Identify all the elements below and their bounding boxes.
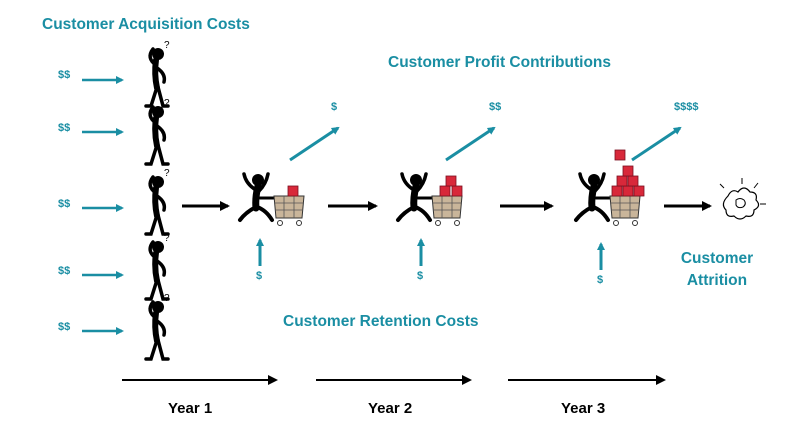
- product-box-icon: [633, 185, 645, 197]
- attrition-label-line2: Attrition: [686, 272, 748, 289]
- attrition-label-line1: Customer: [680, 250, 754, 267]
- product-box-icon: [622, 165, 634, 177]
- profit-contributions-title: Customer Profit Contributions: [388, 54, 612, 71]
- acquisition-cost-label: $$: [58, 69, 71, 81]
- retention-cost-label: $: [417, 270, 424, 282]
- shopping-cart-icon: [273, 195, 305, 226]
- acquisition-cost-label: $$: [58, 122, 71, 134]
- attrition-puff-icon: [719, 178, 766, 220]
- product-box-icon: [627, 175, 639, 187]
- prospect-figure-icon: [146, 293, 170, 359]
- retention-cost-label: $: [597, 274, 604, 286]
- prospect-figure-icon: [146, 168, 170, 234]
- product-box-icon: [445, 175, 457, 187]
- product-box-icon: [451, 185, 463, 197]
- year-label: Year 1: [168, 400, 213, 417]
- profit-arrow: [445, 126, 496, 162]
- product-box-icon: [287, 185, 299, 197]
- customer-figure-icon: [576, 174, 612, 220]
- acquisition-costs-title: Customer Acquisition Costs: [42, 16, 250, 33]
- prospect-figure-icon: [146, 233, 170, 299]
- profit-contribution-label: $: [331, 101, 338, 113]
- profit-contribution-label: $$: [489, 101, 502, 113]
- acquisition-cost-label: $$: [58, 198, 71, 210]
- year-label: Year 3: [561, 400, 606, 417]
- product-box-icon: [439, 185, 451, 197]
- prospect-figure-icon: [146, 40, 170, 106]
- profit-arrow: [631, 126, 682, 162]
- customer-figure-icon: [240, 174, 276, 220]
- acquisition-cost-label: $$: [58, 321, 71, 333]
- profit-contribution-label: $$$$: [674, 101, 699, 113]
- profit-arrow: [289, 126, 340, 162]
- retention-cost-label: $: [256, 270, 263, 282]
- retention-costs-title: Customer Retention Costs: [283, 313, 479, 330]
- product-box-icon: [614, 149, 626, 161]
- product-box-icon: [611, 185, 623, 197]
- product-box-icon: [622, 185, 634, 197]
- product-box-icon: [616, 175, 628, 187]
- prospect-figure-icon: [146, 98, 170, 164]
- customer-figure-icon: [398, 174, 434, 220]
- acquisition-cost-label: $$: [58, 265, 71, 277]
- year-label: Year 2: [368, 400, 413, 417]
- shopping-cart-icon: [431, 195, 463, 226]
- shopping-cart-icon: [609, 195, 641, 226]
